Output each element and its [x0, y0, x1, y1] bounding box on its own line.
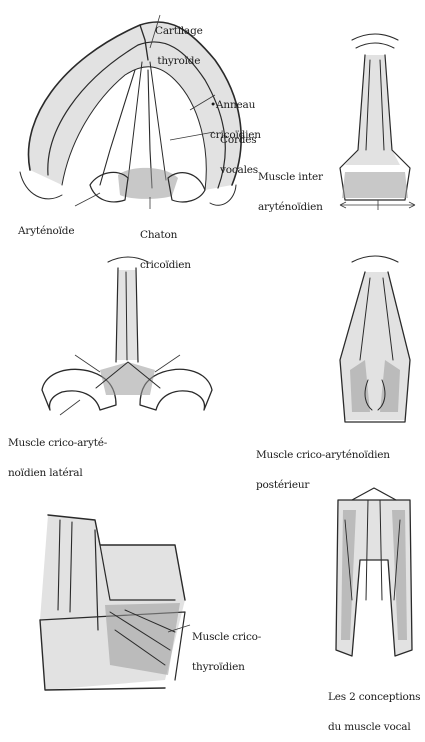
label-arytenoide: Aryténoïde: [18, 206, 74, 246]
inter-arytenoid-drawing: [340, 34, 415, 210]
lateral-crico-arytenoid-drawing: [42, 257, 212, 415]
label-muscle-crico-arytenoidien-posterieur: Muscle crico-aryténoïdien postérieur: [256, 430, 390, 500]
label-deux-conceptions-muscle-vocal: Les 2 conceptions du muscle vocal: [328, 672, 420, 742]
label-cordes-vocales: Cordes vocales: [220, 115, 258, 185]
label-muscle-crico-arytenoidien-lateral: Muscle crico-aryté- noïdien latéral: [8, 418, 107, 488]
crico-thyroid-drawing: [40, 515, 190, 690]
vocal-muscle-drawing: [336, 488, 412, 656]
posterior-crico-arytenoid-drawing: [340, 256, 410, 422]
label-chaton-cricoidien: Chaton cricoïdien: [140, 210, 191, 280]
label-cartilage-thyroide: Cartilage thyroïde: [155, 6, 203, 76]
larynx-top-view-drawing: [20, 15, 241, 209]
label-muscle-crico-thyroidien: Muscle crico- thyroïdien: [192, 612, 261, 682]
label-muscle-inter-arytenoidien: Muscle inter aryténoïdien: [258, 152, 323, 222]
